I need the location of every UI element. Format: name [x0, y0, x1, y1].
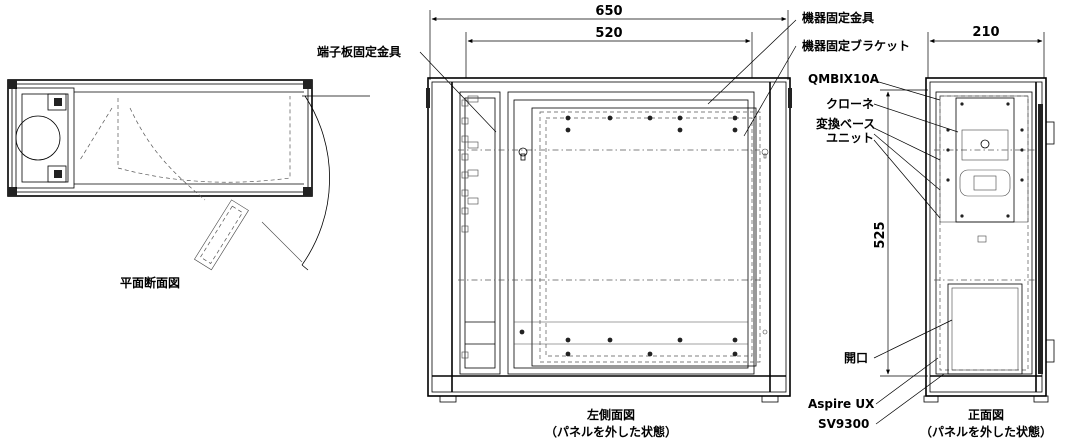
plan-section-view	[7, 79, 370, 271]
front-view	[880, 32, 1055, 403]
label-aspire-ux: Aspire UX	[808, 397, 875, 411]
label-opening: 開口	[844, 351, 868, 365]
dimension-210: 210	[972, 25, 999, 40]
dimension-525: 525	[873, 221, 888, 248]
label-qmbix: QMBIX10A	[808, 72, 880, 86]
side-caption-line1: 左側面図	[586, 407, 635, 422]
label-equipment-fixing-bracket-2: 機器固定ブラケット	[802, 38, 910, 53]
label-conversion-base-1: 変換ベース	[816, 116, 875, 131]
label-clone: クローネ	[826, 97, 874, 111]
label-terminal-board-bracket: 端子板固定金具	[317, 44, 401, 59]
dimension-520: 520	[595, 26, 622, 41]
label-conversion-base-2: ユニット	[826, 131, 874, 145]
label-sv9300: SV9300	[818, 417, 869, 431]
side-caption-line2: （パネルを外した状態）	[545, 424, 677, 439]
plan-caption: 平面断面図	[120, 275, 180, 290]
left-side-view	[426, 10, 792, 403]
front-caption-line1: 正面図	[968, 408, 1004, 422]
dimension-650: 650	[595, 4, 622, 19]
label-equipment-fixing-bracket: 機器固定金具	[802, 10, 874, 25]
front-caption-line2: （パネルを外した状態）	[920, 424, 1052, 439]
